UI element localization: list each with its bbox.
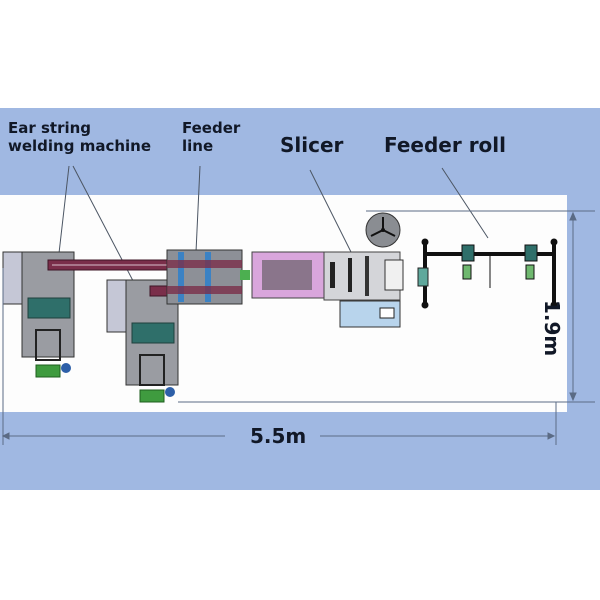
dimension-lines (1, 210, 595, 445)
label-line: welding machine (8, 137, 152, 155)
leader-line-feeder-roll (441, 167, 489, 239)
unwind-stand (417, 238, 558, 309)
feeder-roll (365, 212, 401, 248)
ear-string-welding-machine-1 (2, 251, 75, 378)
leader-line-ear-string-1 (57, 165, 70, 263)
label-line: Ear string (8, 119, 92, 137)
feeder-line-machine (166, 249, 250, 305)
label-line: line (182, 137, 214, 155)
slicer-machine (251, 251, 404, 328)
label-line: Feeder (182, 119, 241, 137)
leader-line-feeder-line (195, 165, 201, 253)
feeder-roll-label: Feeder roll (384, 133, 507, 157)
leader-line-slicer (309, 169, 353, 255)
layout-drawing-area (0, 195, 567, 412)
feeder-line-label: Feeder line (182, 119, 240, 155)
width-dimension-label: 1.9m (540, 300, 564, 357)
slicer-label: Slicer (280, 133, 344, 157)
leader-line-ear-string-2 (72, 165, 143, 299)
ear-string-welding-machine-label: Ear string welding machine (8, 119, 151, 155)
length-dimension-label: 5.5m (250, 424, 307, 448)
